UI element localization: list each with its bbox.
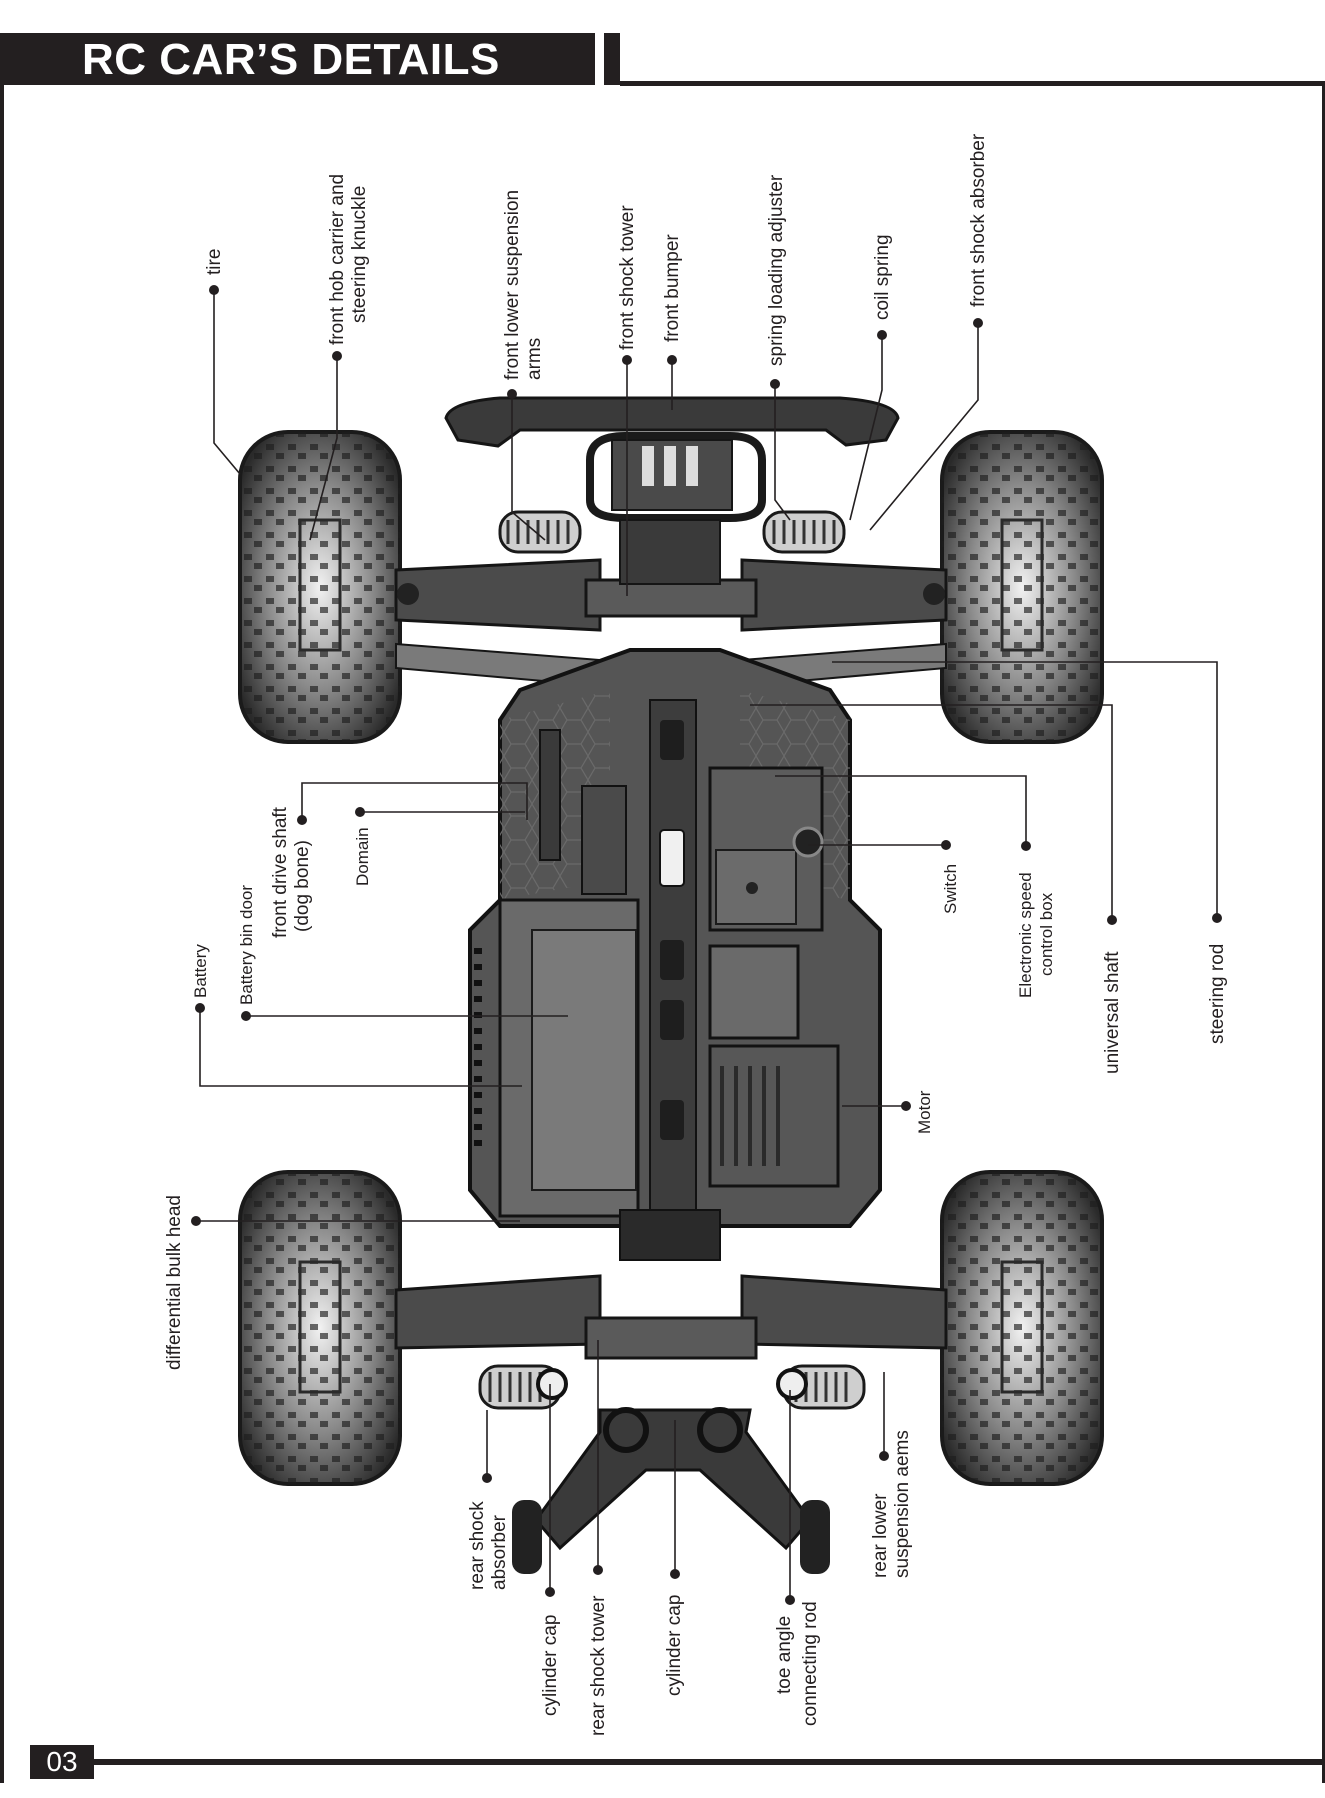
- label-differential-bulk-head: differential bulk head: [164, 1195, 185, 1370]
- label-domain: Domain: [353, 827, 372, 886]
- label-front-hob-line1: front hob carrier and: [327, 174, 348, 345]
- label-steering-rod: steering rod: [1207, 944, 1228, 1044]
- header-accent: [604, 33, 620, 85]
- label-toe-line1: toe angle: [774, 1616, 795, 1694]
- label-universal-shaft: universal shaft: [1102, 951, 1123, 1074]
- label-front-drive-line1: front drive shaft: [270, 806, 291, 938]
- chassis: [468, 648, 882, 1231]
- label-front-shock-absorber: front shock absorber: [968, 133, 989, 307]
- leader-steering-rod: [832, 661, 1218, 918]
- label-spring-loading-adjuster: spring loading adjuster: [766, 174, 787, 366]
- leader-esc: [775, 775, 1027, 846]
- label-front-lower-line1: front lower suspension: [502, 190, 523, 380]
- label-rear-shock-line1: rear shock: [467, 1501, 488, 1590]
- frame-right-border: [1322, 85, 1325, 1783]
- leader-universal-shaft: [750, 704, 1113, 920]
- label-motor: Motor: [915, 1090, 934, 1134]
- page-title: RC CAR’S DETAILS: [82, 35, 500, 84]
- label-battery-bin-door: Battery bin door: [237, 885, 256, 1005]
- label-front-hob-line2: steering knuckle: [349, 186, 370, 323]
- header-rule: [620, 81, 1325, 86]
- part-labels: tire front hob carrier and steering knuc…: [164, 133, 1228, 1736]
- page-number-box: [30, 1745, 94, 1779]
- leader-dots: [191, 285, 1222, 1605]
- leader-front-hob: [309, 356, 338, 541]
- label-front-shock-tower: front shock tower: [617, 205, 638, 350]
- label-front-lower-line2: arms: [524, 338, 545, 380]
- leader-coil-spring: [849, 335, 883, 521]
- front-suspension: [394, 510, 948, 688]
- tire-rear-left: [238, 1170, 402, 1486]
- label-cylinder-cap-left: cylinder cap: [540, 1615, 561, 1716]
- label-esc-line1: Electronic speed: [1016, 872, 1035, 998]
- front-bumper-part: [444, 396, 900, 522]
- rear-suspension: [394, 1209, 948, 1574]
- page-number: 03: [46, 1746, 78, 1777]
- leader-front-drive: [301, 782, 528, 820]
- label-battery: Battery: [191, 944, 210, 998]
- tire-front-left: [238, 430, 402, 744]
- label-switch: Switch: [941, 864, 960, 914]
- label-rear-lower-line1: rear lower: [870, 1493, 891, 1578]
- label-front-bumper: front bumper: [662, 234, 683, 342]
- label-rear-shock-line2: absorber: [489, 1514, 510, 1590]
- car-illustration: [238, 396, 1104, 1574]
- label-rear-shock-tower: rear shock tower: [588, 1595, 609, 1736]
- label-front-drive-line2: (dog bone): [292, 840, 313, 932]
- label-coil-spring: coil spring: [872, 234, 893, 320]
- label-cylinder-cap-right: cylinder cap: [664, 1595, 685, 1696]
- tire-rear-right: [940, 1170, 1104, 1486]
- label-tire: tire: [204, 249, 225, 275]
- leader-spring-adjuster: [774, 384, 791, 521]
- label-rear-lower-line2: suspension aems: [892, 1430, 913, 1578]
- header-bar: [0, 33, 595, 85]
- leader-lines: [196, 290, 1218, 1600]
- leader-tire: [213, 290, 241, 475]
- leader-front-shock-absorber: [869, 323, 979, 531]
- label-esc-line2: control box: [1037, 892, 1056, 976]
- frame-left-border: [0, 85, 4, 1783]
- leader-battery: [199, 1008, 522, 1087]
- footer-rule: [94, 1759, 1325, 1765]
- leader-front-lower: [511, 394, 546, 541]
- label-toe-line2: connecting rod: [800, 1601, 821, 1726]
- tire-front-right: [940, 430, 1104, 744]
